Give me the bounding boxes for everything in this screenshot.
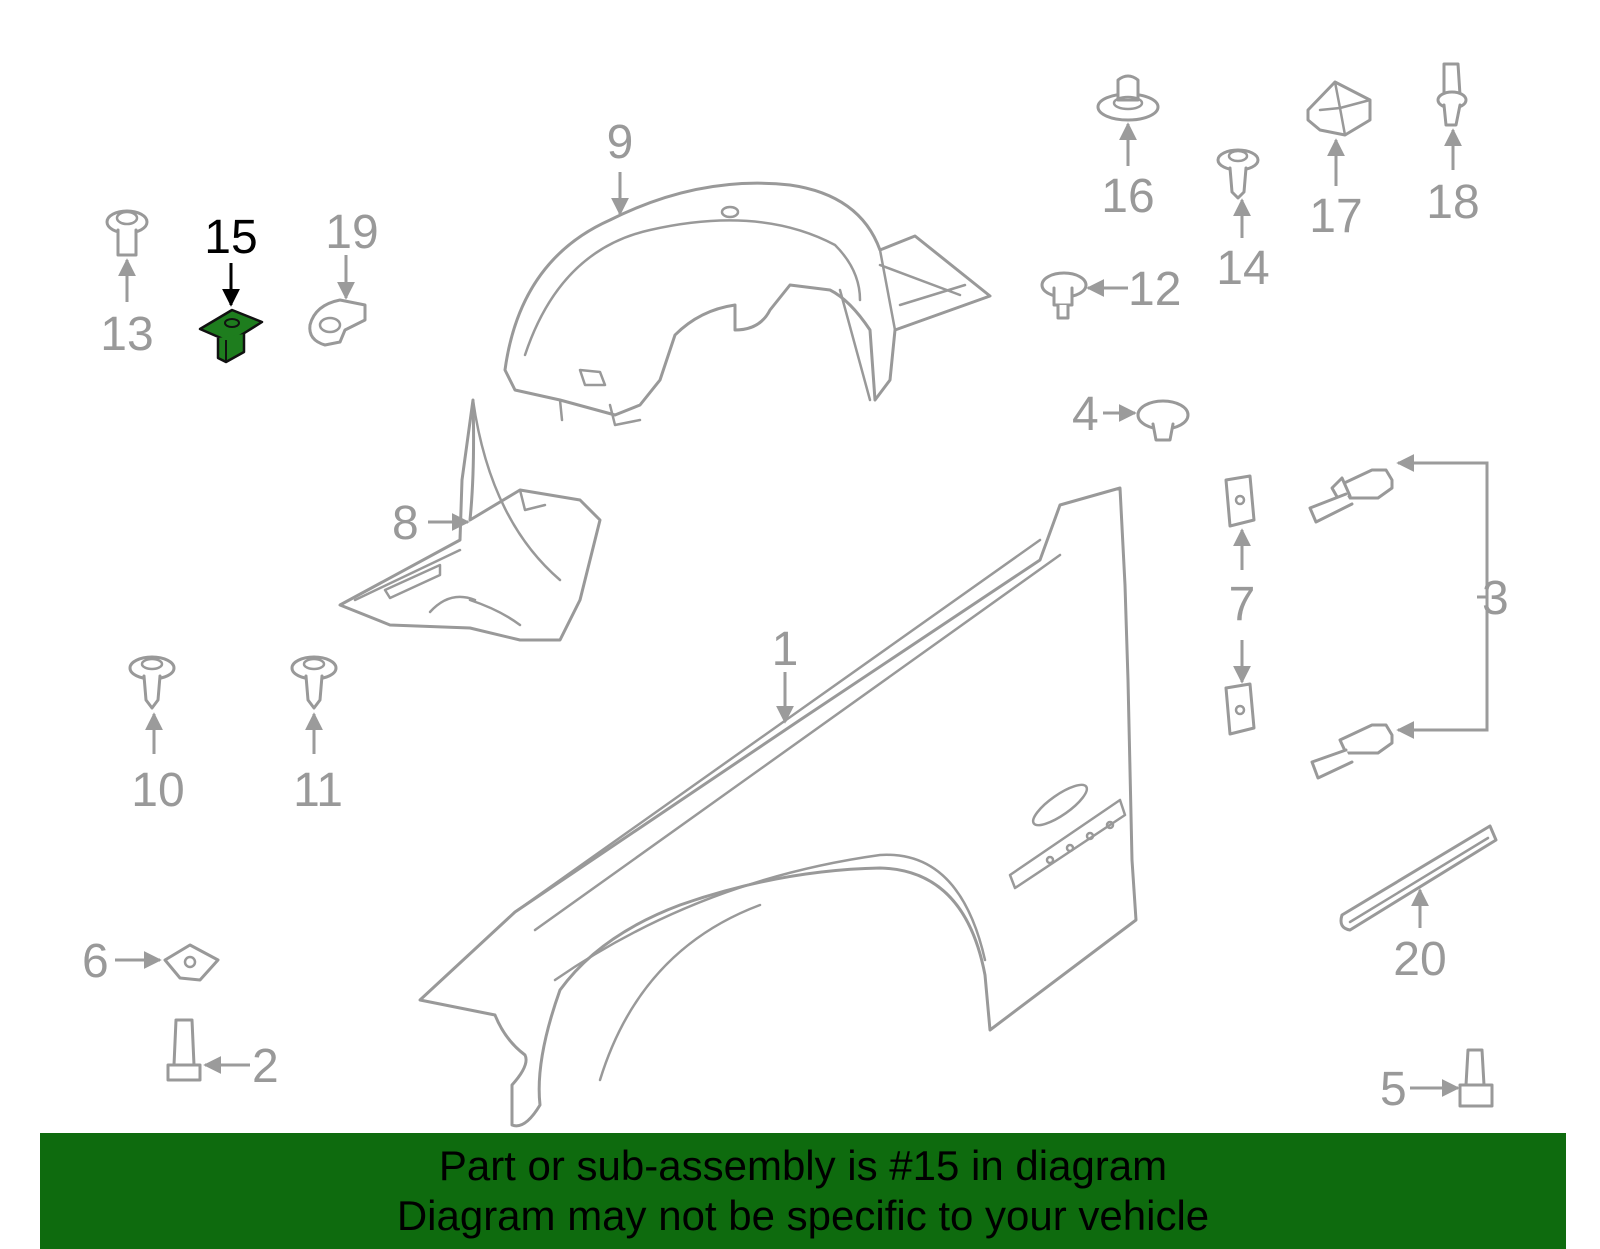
part-3-bolt-upper[interactable] (1308, 468, 1394, 524)
callout-14[interactable]: 14 (1216, 242, 1269, 295)
part-3-bolt-lower[interactable] (1310, 723, 1394, 780)
part-20-molding[interactable] (1339, 824, 1498, 932)
callout-2[interactable]: 2 (252, 1040, 279, 1093)
part-10-screw[interactable] (128, 655, 176, 710)
part-4-plug[interactable] (1136, 399, 1190, 442)
part-5-bolt[interactable] (1458, 1048, 1494, 1108)
part-11-screw[interactable] (290, 655, 338, 710)
part-8-inner-liner[interactable] (338, 398, 602, 642)
info-banner: Part or sub-assembly is #15 in diagram D… (40, 1133, 1566, 1249)
part-15-push-nut[interactable] (198, 308, 264, 364)
callout-12[interactable]: 12 (1128, 263, 1181, 316)
callout-8[interactable]: 8 (392, 497, 419, 550)
part-7-nut-upper[interactable] (1224, 474, 1256, 528)
callout-13[interactable]: 13 (100, 308, 153, 361)
leader-3b (1396, 597, 1489, 739)
part-12-bolt[interactable] (1040, 271, 1088, 320)
part-18-rivet[interactable] (1436, 62, 1468, 127)
leader-3 (1396, 454, 1489, 599)
part-19-retainer[interactable] (308, 298, 367, 347)
part-17-clip[interactable] (1306, 80, 1372, 137)
callout-labels: 1 2 3 4 5 6 7 8 9 10 11 12 13 14 15 16 1… (82, 116, 1509, 1116)
part-9-fender-liner[interactable] (503, 181, 992, 427)
banner-line-2: Diagram may not be specific to your vehi… (396, 1192, 1210, 1239)
part-2-bolt[interactable] (166, 1018, 202, 1082)
callout-20[interactable]: 20 (1393, 933, 1446, 986)
leader-lines (115, 122, 1489, 1097)
part-16-clip[interactable] (1096, 74, 1160, 122)
callout-17[interactable]: 17 (1309, 190, 1362, 243)
callout-9[interactable]: 9 (607, 116, 634, 169)
callout-15[interactable]: 15 (204, 211, 257, 264)
callout-19[interactable]: 19 (325, 206, 378, 259)
callout-10[interactable]: 10 (131, 764, 184, 817)
callout-7[interactable]: 7 (1229, 578, 1256, 631)
part-13-clip[interactable] (105, 209, 149, 257)
callout-4[interactable]: 4 (1072, 388, 1099, 441)
part-14-screw[interactable] (1216, 148, 1260, 200)
callout-5[interactable]: 5 (1380, 1063, 1407, 1116)
callout-6[interactable]: 6 (82, 935, 109, 988)
part-7-nut-lower[interactable] (1224, 682, 1256, 736)
part-6-nut[interactable] (163, 943, 220, 982)
banner-line-1: Part or sub-assembly is #15 in diagram (438, 1142, 1168, 1189)
part-1-fender[interactable] (418, 486, 1138, 1128)
callout-18[interactable]: 18 (1426, 176, 1479, 229)
callout-3[interactable]: 3 (1482, 572, 1509, 625)
callout-11[interactable]: 11 (293, 764, 343, 817)
callout-16[interactable]: 16 (1101, 170, 1154, 223)
callout-1[interactable]: 1 (772, 623, 799, 676)
